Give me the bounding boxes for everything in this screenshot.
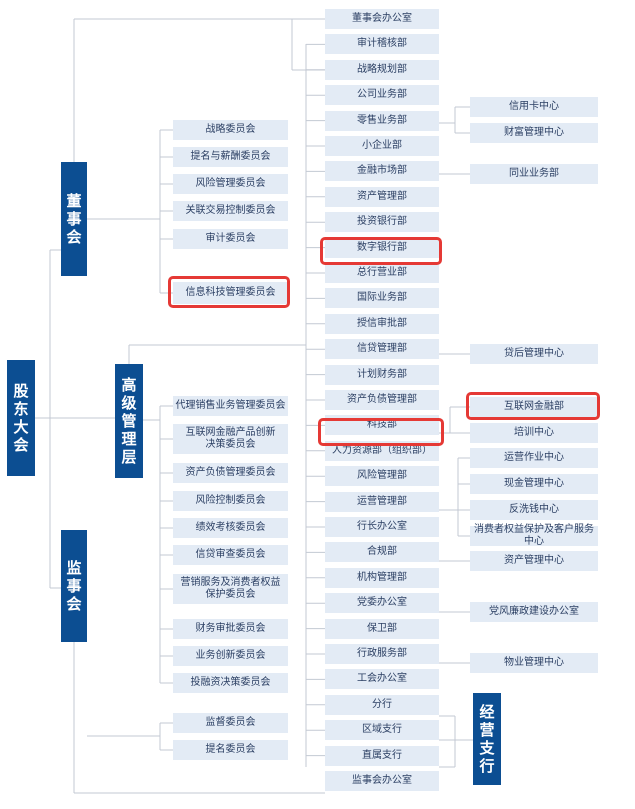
sub-unit: 贷后管理中心 bbox=[470, 344, 598, 364]
department: 投资银行部 bbox=[325, 212, 439, 233]
department: 行长办公室 bbox=[325, 517, 439, 537]
sub-unit: 运营作业中心 bbox=[470, 448, 598, 468]
department: 资产管理部 bbox=[325, 186, 439, 207]
mgmt-committee: 投融资决策委员会 bbox=[173, 673, 288, 693]
sub-unit: 培训中心 bbox=[470, 423, 598, 443]
department: 小企业部 bbox=[325, 136, 439, 156]
department: 零售业务部 bbox=[325, 110, 439, 131]
department: 公司业务部 bbox=[325, 85, 439, 106]
department: 国际业务部 bbox=[325, 288, 439, 309]
board-committee: 提名与薪酬委员会 bbox=[173, 147, 288, 167]
board-committee: 战略委员会 bbox=[173, 120, 288, 140]
department: 授信审批部 bbox=[325, 313, 439, 334]
board-committee: 风险管理委员会 bbox=[173, 174, 288, 194]
department: 总行营业部 bbox=[325, 263, 439, 283]
highlight-tech-dept bbox=[318, 418, 444, 446]
branches-box: 经营支行 bbox=[473, 693, 501, 785]
highlight-it-committee bbox=[168, 276, 290, 308]
sub-unit: 物业管理中心 bbox=[470, 653, 598, 673]
department: 资产负债管理部 bbox=[325, 390, 439, 410]
department: 监事会办公室 bbox=[325, 771, 439, 791]
mgmt-committee: 代理销售业务管理委员会 bbox=[173, 396, 288, 416]
department: 运营管理部 bbox=[325, 491, 439, 512]
management-box: 高级管理层 bbox=[115, 364, 143, 478]
department: 区域支行 bbox=[325, 720, 439, 741]
highlight-digital-bank bbox=[320, 237, 442, 265]
mgmt-committee: 资产负债管理委员会 bbox=[173, 463, 288, 483]
board-box: 董事会 bbox=[61, 162, 87, 276]
department: 信贷管理部 bbox=[325, 339, 439, 360]
department: 分行 bbox=[325, 694, 439, 715]
board-committee-it: 信息科技管理委员会 bbox=[173, 282, 288, 304]
sub-unit: 信用卡中心 bbox=[470, 97, 598, 117]
department: 审计稽核部 bbox=[325, 34, 439, 55]
mgmt-committee: 互联网金融产品创新 决策委员会 bbox=[173, 424, 288, 454]
supervisor-committee: 提名委员会 bbox=[173, 740, 288, 760]
sub-unit: 互联网金融部 bbox=[470, 397, 598, 417]
department: 保卫部 bbox=[325, 618, 439, 639]
department: 计划财务部 bbox=[325, 364, 439, 385]
mgmt-committee: 营销服务及消费者权益 保护委员会 bbox=[173, 574, 288, 604]
department: 工会办公室 bbox=[325, 669, 439, 690]
mgmt-committee: 风险控制委员会 bbox=[173, 491, 288, 511]
sub-unit: 财富管理中心 bbox=[470, 123, 598, 143]
shareholders-box: 股东大会 bbox=[7, 360, 35, 476]
department: 机构管理部 bbox=[325, 567, 439, 588]
sub-unit: 现金管理中心 bbox=[470, 474, 598, 494]
department: 直属支行 bbox=[325, 745, 439, 766]
board-committee: 审计委员会 bbox=[173, 229, 288, 249]
department: 数字银行部 bbox=[325, 237, 439, 258]
sub-unit: 反洗钱中心 bbox=[470, 500, 598, 520]
sub-unit: 党风廉政建设办公室 bbox=[470, 602, 598, 622]
sub-unit: 同业业务部 bbox=[470, 164, 598, 184]
board-committee: 关联交易控制委员会 bbox=[173, 201, 288, 221]
department: 战略规划部 bbox=[325, 59, 439, 80]
sub-unit: 消费者权益保护及客户服务中心 bbox=[470, 524, 598, 547]
department: 风险管理部 bbox=[325, 466, 439, 487]
department: 金融市场部 bbox=[325, 161, 439, 182]
sub-unit: 资产管理中心 bbox=[470, 551, 598, 571]
department: 合规部 bbox=[325, 542, 439, 563]
mgmt-committee: 财务审批委员会 bbox=[173, 619, 288, 639]
department: 党委办公室 bbox=[325, 593, 439, 614]
mgmt-committee: 绩效考核委员会 bbox=[173, 518, 288, 538]
highlight-internet-finance bbox=[466, 392, 600, 420]
mgmt-committee: 业务创新委员会 bbox=[173, 646, 288, 666]
supervisor-committee: 监督委员会 bbox=[173, 713, 288, 733]
supervisors-box: 监事会 bbox=[61, 530, 87, 642]
mgmt-committee: 信贷审查委员会 bbox=[173, 545, 288, 565]
department: 行政服务部 bbox=[325, 644, 439, 664]
department: 董事会办公室 bbox=[325, 9, 439, 29]
